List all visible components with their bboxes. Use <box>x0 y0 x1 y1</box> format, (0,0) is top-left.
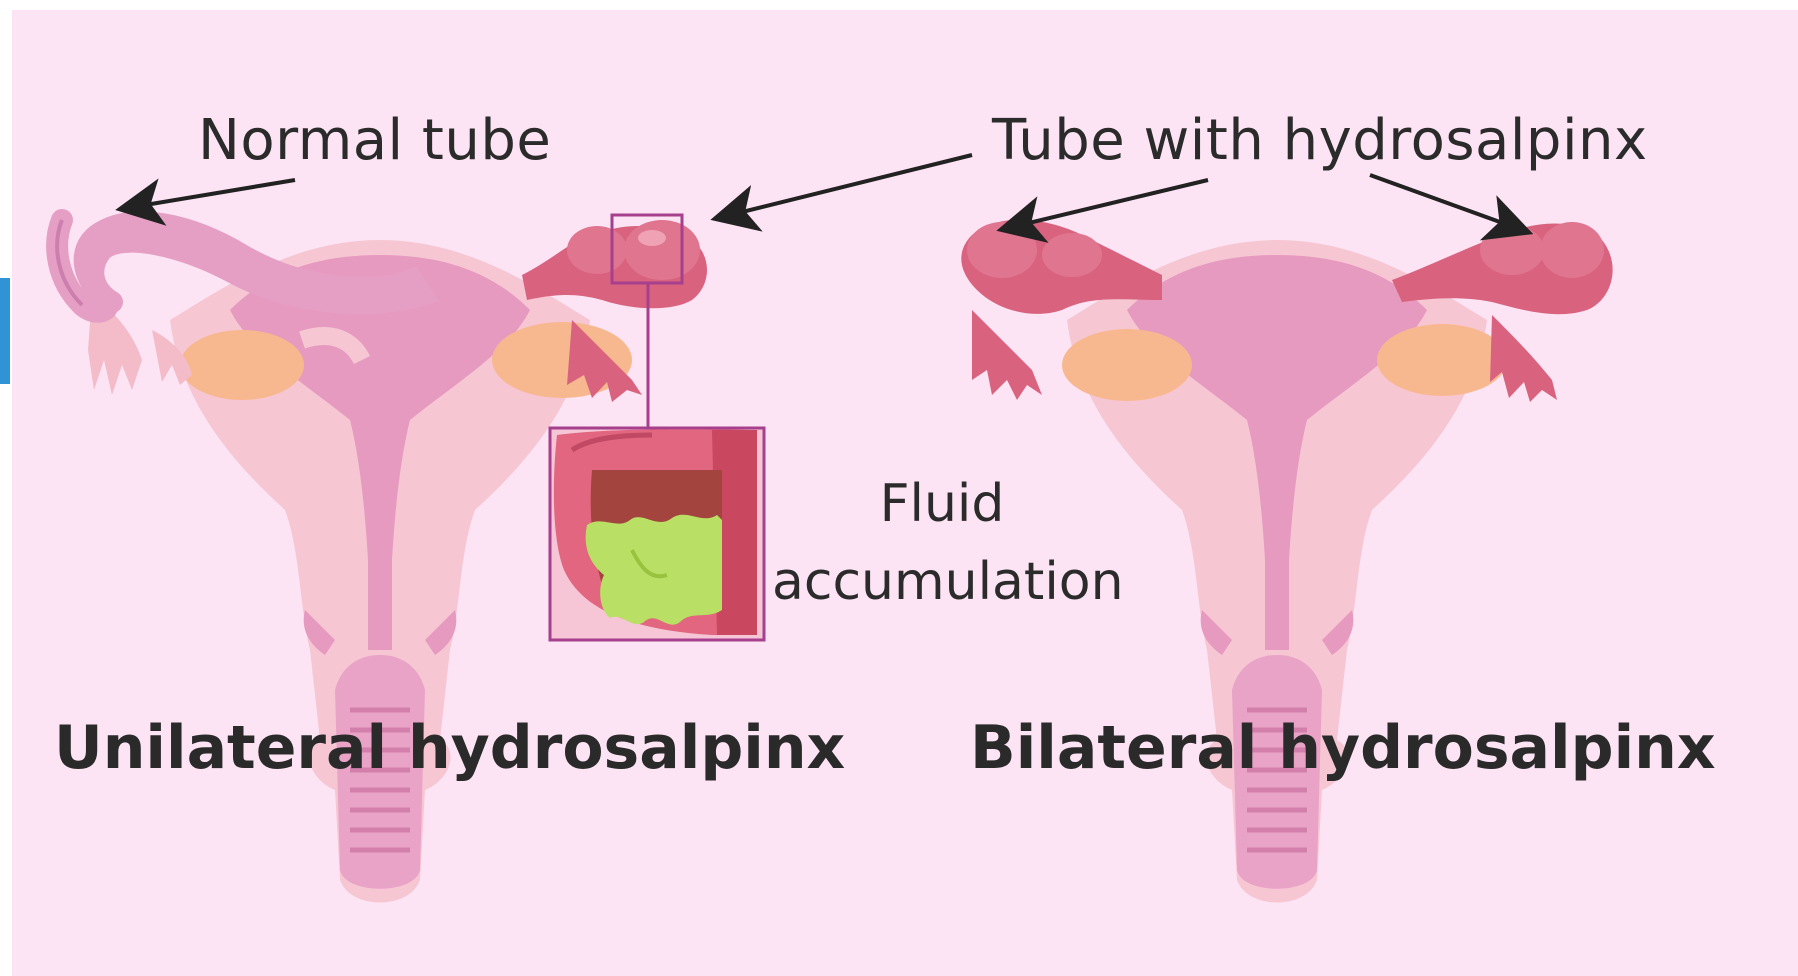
label-normal-tube: Normal tube <box>198 108 551 173</box>
arrow-bilateral-right <box>1370 175 1522 230</box>
label-fluid-accumulation: Fluid accumulation <box>772 465 1112 621</box>
caption-unilateral: Unilateral hydrosalpinx <box>54 713 845 783</box>
fluid-inset <box>550 428 764 640</box>
arrow-bilateral-left <box>1008 180 1208 228</box>
diagram-panel: Normal tube Tube with hydrosalpinx Fluid… <box>12 10 1798 976</box>
arrow-left-hydrosalpinx <box>722 155 972 217</box>
label-tube-with-hydrosalpinx: Tube with hydrosalpinx <box>992 108 1648 173</box>
label-fluid-line2: accumulation <box>772 543 1112 621</box>
edge-accent-tab <box>0 278 10 384</box>
label-fluid-line1: Fluid <box>772 465 1112 543</box>
arrow-normal-tube <box>127 180 295 208</box>
caption-bilateral: Bilateral hydrosalpinx <box>970 713 1716 783</box>
